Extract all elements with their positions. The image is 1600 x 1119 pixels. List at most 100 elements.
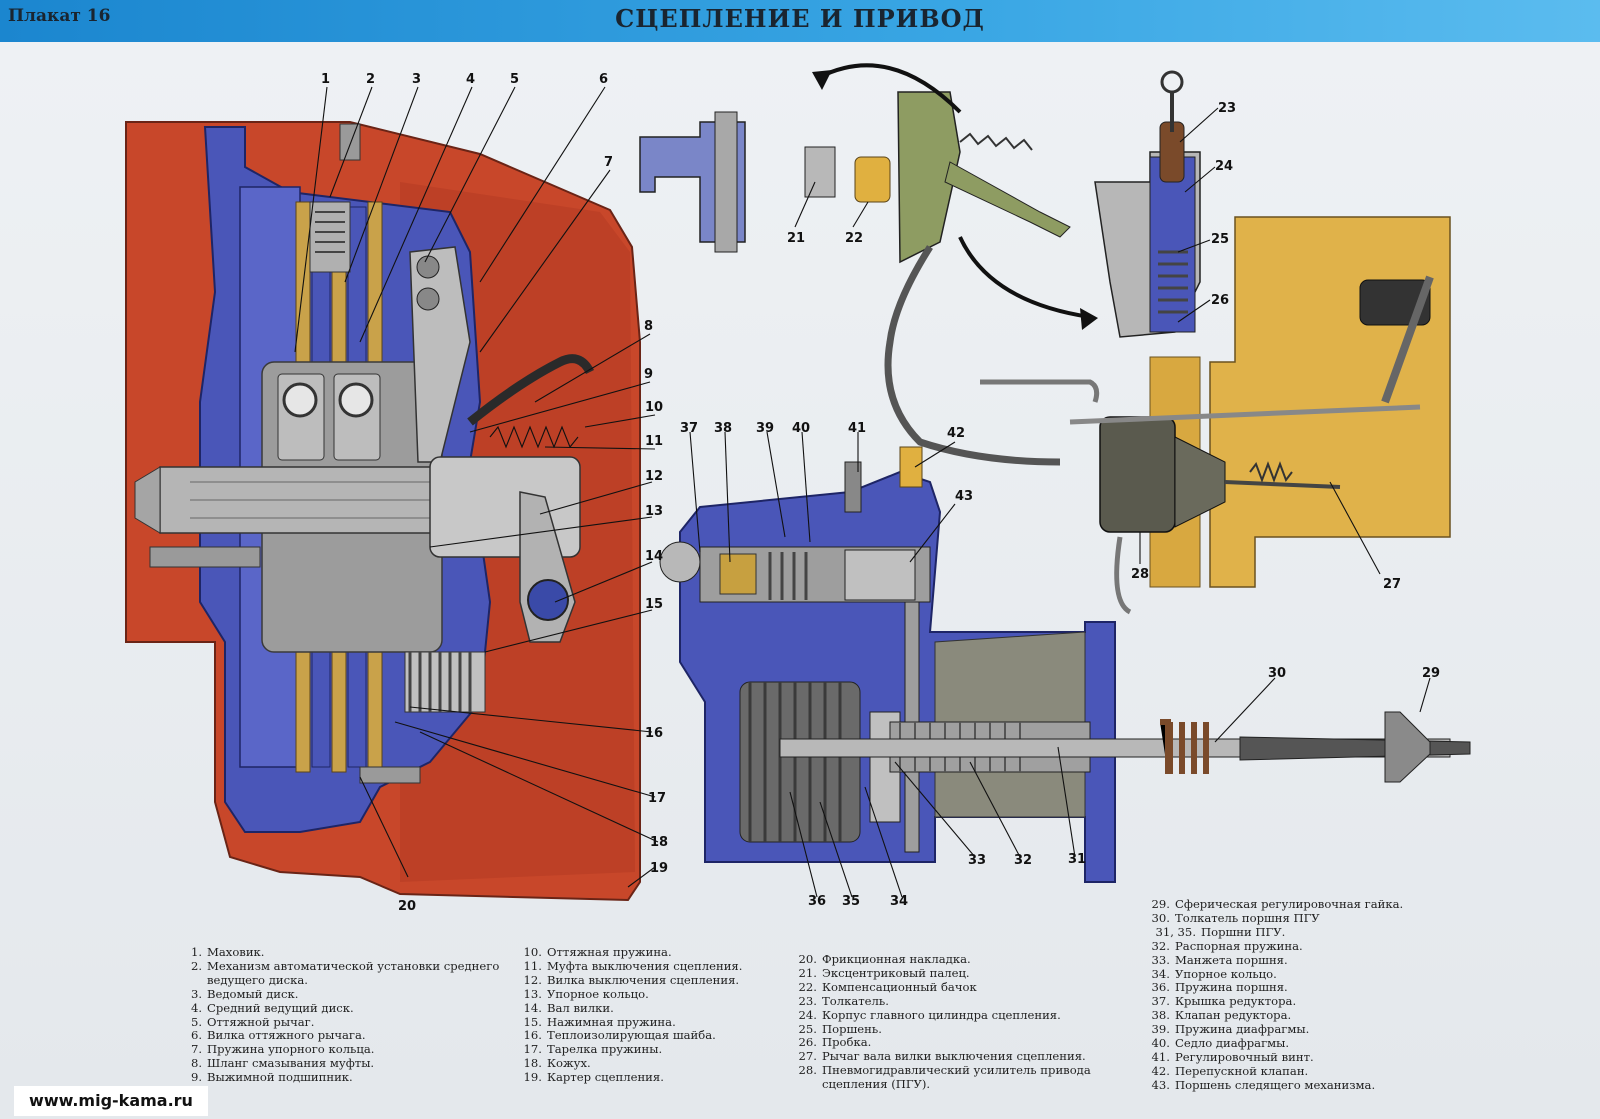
callout-25: 25 [1211,232,1229,247]
legend-column-4: 29.Сферическая регулировочная гайка. 30.… [1148,897,1404,1093]
pedal-assembly [639,63,1098,466]
callout-39: 39 [756,421,774,436]
callout-38: 38 [714,421,732,436]
poster-number: Плакат 16 [8,6,111,26]
callout-18: 18 [650,835,668,850]
legend-item: 3.Ведомый диск. [190,986,299,1001]
poster-title: СЦЕПЛЕНИЕ И ПРИВОД [615,4,985,33]
callout-numbers: 1 2 3 4 5 6 7 8 9 10 11 12 13 14 15 16 1… [321,72,1440,914]
callout-5: 5 [510,72,519,87]
callout-22: 22 [845,231,863,246]
legend-item: 28.Пневмогидравлический усилитель привод… [798,1063,1091,1078]
legend-item: 5.Оттяжной рычаг. [190,1014,315,1029]
callout-21: 21 [787,231,805,246]
callout-6: 6 [599,72,608,87]
callout-10: 10 [645,400,663,415]
legend-item: 26.Пробка. [798,1035,872,1050]
callout-16: 16 [645,726,663,741]
callout-2: 2 [366,72,375,87]
legend-column-1: 1.Маховик. 2.Механизм автоматической уст… [180,945,500,1085]
callout-36: 36 [808,894,826,909]
callout-1: 1 [321,72,330,87]
legend-item: 22.Компенсационный бачок [798,979,977,994]
callout-29: 29 [1422,666,1440,681]
legend-item: 41.Регулировочный винт. [1151,1049,1314,1064]
clutch-cross-section [125,121,641,902]
gearbox-bracket-shape [1209,216,1451,588]
legend-item: 2.Механизм автоматической установки сред… [190,958,500,973]
legend-item: 40.Седло диафрагмы. [1151,1036,1290,1051]
legend-item: 17.Тарелка пружины. [523,1042,663,1057]
callout-13: 13 [645,504,663,519]
legend-item: 13.Упорное кольцо. [523,986,649,1001]
legend-item: 43.Поршень следящего механизма. [1151,1077,1376,1092]
callout-15: 15 [645,597,663,612]
legend-item: 8.Шланг смазывания муфты. [190,1056,375,1071]
callout-40: 40 [792,421,810,436]
legend-item: 39.Пружина диафрагмы. [1151,1022,1310,1037]
callout-20: 20 [398,899,416,914]
clutch-diagram: 1 2 3 4 5 6 7 8 9 10 11 12 13 14 15 16 1… [125,63,1471,914]
callout-19: 19 [650,861,668,876]
callout-35: 35 [842,894,860,909]
legend-item: 25.Поршень. [798,1021,882,1036]
legend-item: 29.Сферическая регулировочная гайка. [1151,897,1404,911]
legend-item: 11.Муфта выключения сцепления. [523,958,743,973]
legend-item-continuation: ведущего диска. [207,972,308,987]
legend-item: 36.Пружина поршня. [1151,980,1288,995]
callout-7: 7 [604,155,613,170]
legend-item: 24.Корпус главного цилиндра сцепления. [798,1007,1061,1022]
legend-item: 12.Вилка выключения сцепления. [523,972,740,987]
callout-12: 12 [645,469,663,484]
callout-3: 3 [412,72,421,87]
callout-28: 28 [1131,567,1149,582]
website-link[interactable]: www.mig-kama.ru [14,1086,208,1116]
legend-item: 18.Кожух. [523,1056,591,1071]
callout-43: 43 [955,489,973,504]
poster-header: Плакат 16 СЦЕПЛЕНИЕ И ПРИВОД [0,0,1600,42]
legend-item: 42.Перепускной клапан. [1151,1063,1309,1078]
callout-8: 8 [644,319,653,334]
callout-17: 17 [648,791,666,806]
legend-item: 6.Вилка оттяжного рычага. [190,1028,366,1043]
legend-column-2: 10.Оттяжная пружина. 11.Муфта выключения… [520,945,743,1085]
legend-item: 10.Оттяжная пружина. [523,945,672,959]
callout-30: 30 [1268,666,1286,681]
legend-item: 33.Манжета поршня. [1151,952,1288,967]
callout-41: 41 [848,421,866,436]
callout-9: 9 [644,367,653,382]
callout-42: 42 [947,426,965,441]
legend-item: 37.Крышка редуктора. [1151,994,1297,1009]
legend-item: 27.Рычаг вала вилки выключения сцепления… [798,1049,1086,1064]
legend-item: 32.Распорная пружина. [1151,938,1303,953]
pgu-mounted-view [980,216,1451,615]
callout-27: 27 [1383,577,1401,592]
legend-item: 20.Фрикционная накладка. [798,952,971,966]
legend-item: 16.Теплоизолирующая шайба. [523,1028,716,1043]
callout-32: 32 [1014,853,1032,868]
callout-11: 11 [645,434,663,449]
legend-item: 19.Картер сцепления. [523,1070,664,1085]
legend-item-continuation: сцепления (ПГУ). [822,1077,931,1092]
legend-column-3: 20.Фрикционная накладка. 21.Эксцентриков… [795,952,1091,1092]
legend-item: 30.Толкатель поршня ПГУ [1151,910,1320,925]
callout-24: 24 [1215,159,1233,174]
legend-item: 21.Эксцентриковый палец. [798,965,970,980]
legend-item: 1.Маховик. [190,945,265,959]
master-cylinder [1094,70,1201,338]
legend-item: 9.Выжимной подшипник. [190,1070,353,1085]
callout-33: 33 [968,853,986,868]
legend-item: 7.Пружина упорного кольца. [190,1042,375,1057]
callout-37: 37 [680,421,698,436]
callout-26: 26 [1211,293,1229,308]
legend-item: 4.Средний ведущий диск. [190,1000,354,1015]
callout-14: 14 [645,549,663,564]
legend-item: 15.Нажимная пружина. [523,1014,676,1029]
callout-31: 31 [1068,852,1086,867]
legend-item: 14.Вал вилки. [523,1000,614,1015]
legend-item: 31, 35.Поршни ПГУ. [1155,924,1286,939]
legend-item: 38.Клапан редуктора. [1151,1008,1292,1023]
callout-23: 23 [1218,101,1236,116]
legend-item: 23.Толкатель. [798,993,889,1008]
callout-34: 34 [890,894,908,909]
